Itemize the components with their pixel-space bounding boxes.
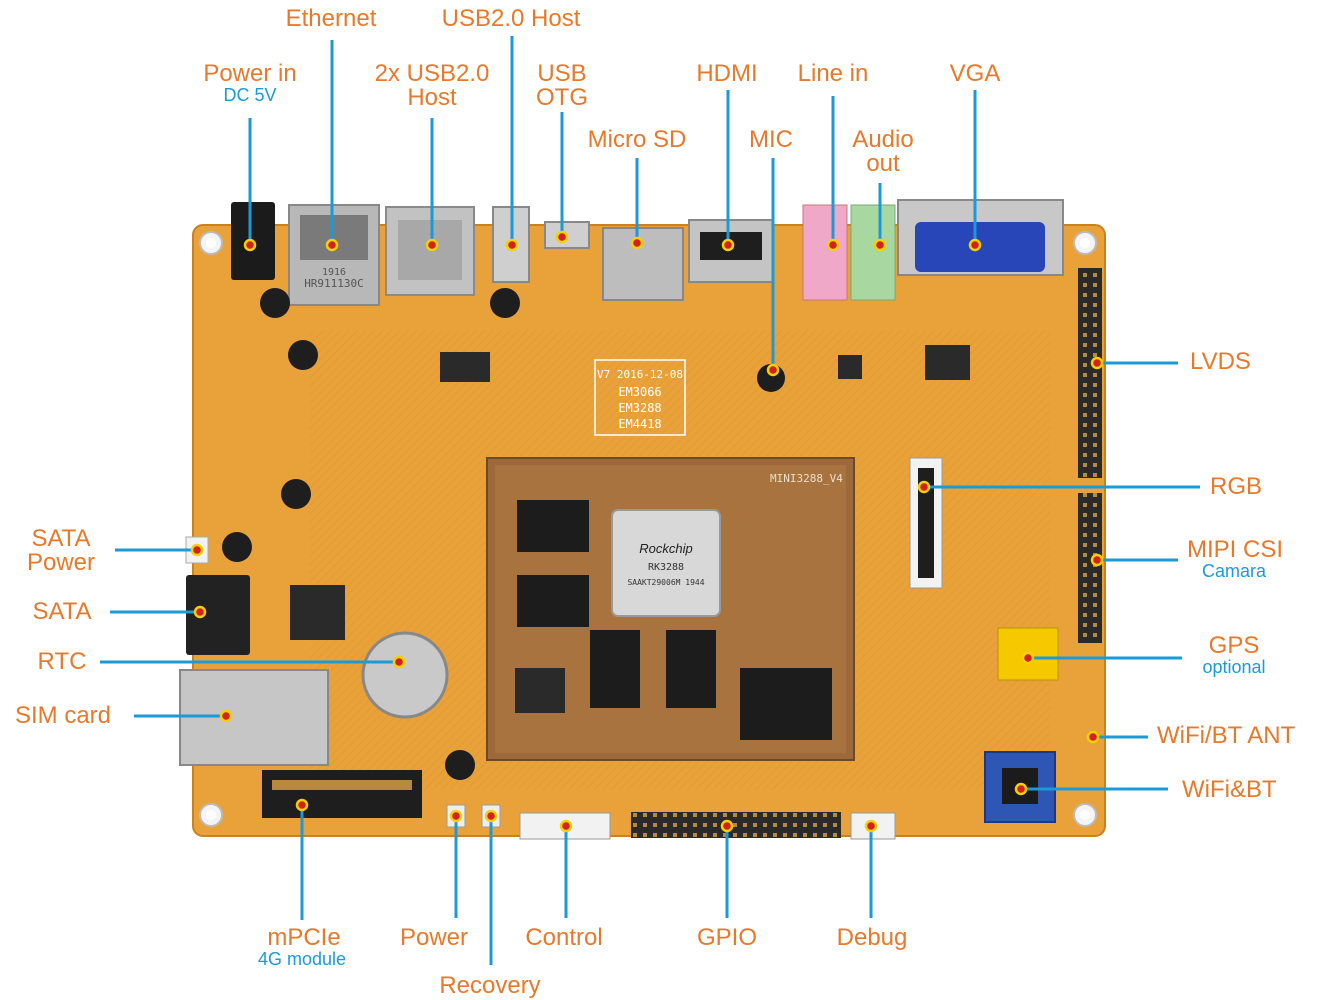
label-mpcie: mPCIe	[267, 924, 341, 951]
soc-model: RK3288	[648, 562, 684, 573]
board-name-box: V7 2016-12-08 EM3066 EM3288 EM4418	[594, 359, 686, 436]
leader-lines	[100, 36, 1200, 965]
label-rgb: RGB	[1210, 473, 1263, 500]
label-vga: VGA	[949, 60, 1001, 87]
label-sata-power-line2: Power	[26, 549, 96, 576]
label-sim-card: SIM card	[14, 702, 112, 729]
audio-out-jack	[850, 204, 896, 301]
rtc-battery	[361, 631, 449, 719]
ram-chip-1	[517, 500, 589, 552]
label-power-in-sub: DC 5V	[223, 85, 277, 105]
mipi-csi-header	[1078, 493, 1102, 643]
label-power: Power	[399, 924, 469, 951]
marker-dots	[190, 230, 1104, 833]
label-power-in: Power in	[203, 60, 297, 87]
soc-brand: Rockchip	[639, 541, 692, 556]
pmic-chip	[515, 668, 565, 713]
vga-chip	[925, 345, 970, 380]
label-line-in: Line in	[797, 60, 869, 87]
label-gps-sub: optional	[1202, 657, 1266, 677]
board-name-2: EM3288	[618, 401, 661, 415]
label-wifi-bt: WiFi&BT	[1182, 776, 1277, 803]
ram-chip-4	[666, 630, 716, 708]
label-usb-host: USB2.0 Host	[441, 5, 581, 32]
mpcie-slot	[262, 770, 422, 818]
label-debug: Debug	[836, 924, 908, 951]
usb-otg-port	[544, 221, 590, 249]
label-mic: MIC	[749, 126, 793, 153]
gpio-header	[631, 812, 841, 838]
eth-marking: HR911130C	[304, 277, 364, 290]
label-usb-otg-line1: USB	[537, 60, 587, 87]
ram-chip-3	[590, 630, 640, 708]
label-mpcie-sub: 4G module	[257, 949, 347, 969]
label-mipi-csi: MIPI CSI	[1187, 536, 1284, 563]
board-name-1: EM3066	[618, 385, 661, 399]
label-lvds: LVDS	[1190, 348, 1251, 375]
mcu-chip	[290, 585, 345, 640]
label-sata-power-line1: SATA	[31, 525, 91, 552]
label-control: Control	[525, 924, 603, 951]
board-name-3: EM4418	[618, 417, 661, 431]
label-micro-sd: Micro SD	[587, 126, 687, 153]
core-module-name: MINI3288_V4	[770, 472, 843, 485]
lvds-header	[1078, 268, 1102, 478]
soc-code: SAAKT29006M 1944	[627, 578, 704, 587]
label-ethernet: Ethernet	[285, 5, 377, 32]
label-audio-out-line1: Audio	[852, 126, 914, 153]
soc-chip	[611, 509, 721, 617]
label-audio-out-line2: out	[866, 150, 900, 177]
eth-date: 1916	[322, 267, 346, 278]
label-mipi-csi-sub: Camara	[1202, 561, 1267, 581]
label-usb2x-line1: 2x USB2.0	[374, 60, 490, 87]
audio-codec-chip	[838, 355, 862, 379]
label-gps: GPS	[1208, 632, 1260, 659]
usb-hub-chip	[440, 352, 490, 382]
label-gpio: GPIO	[696, 924, 758, 951]
label-wifi-bt-ant: WiFi/BT ANT	[1157, 722, 1296, 749]
mounting-holes	[199, 231, 1097, 827]
ram-chip-2	[517, 575, 589, 627]
label-recovery: Recovery	[439, 972, 541, 999]
line-in-jack	[802, 204, 848, 301]
label-hdmi: HDMI	[696, 60, 758, 87]
label-usb-otg-line2: OTG	[536, 84, 588, 111]
sata-connector	[186, 575, 250, 655]
label-usb2x-line2: Host	[407, 84, 457, 111]
label-rtc: RTC	[37, 648, 87, 675]
label-sata: SATA	[32, 598, 92, 625]
capacitors	[222, 288, 520, 780]
board-version: V7 2016-12-08	[597, 368, 683, 381]
micro-sd-slot	[602, 227, 684, 301]
emmc-chip	[740, 668, 832, 740]
